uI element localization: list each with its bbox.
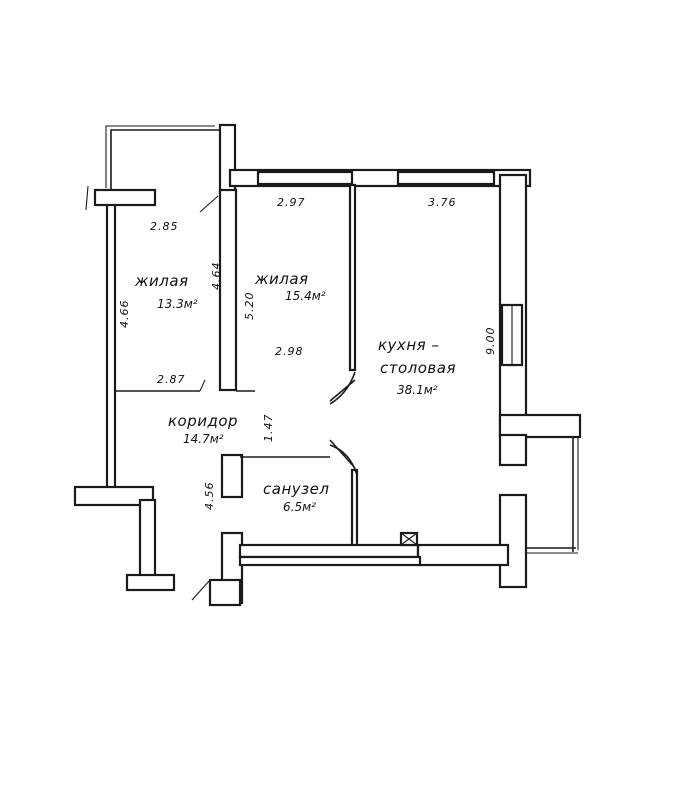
dimensions: 2.85 2.97 3.76 4.66 4.64 5.20 2.98 9.00 … [118,196,497,510]
dim-287: 2.87 [157,373,186,386]
room-living-2: жилая 15.4м² [254,270,326,303]
room-kitchen: кухня – столовая 38.1м² [378,336,456,397]
room-bathroom: санузел 6.5м² [263,480,329,514]
room-corridor-name: коридор [168,412,238,430]
dim-466: 4.66 [118,300,131,329]
room-bathroom-area: 6.5м² [283,500,316,514]
dim-900: 9.00 [484,327,497,356]
room-bathroom-name: санузел [263,480,329,498]
dim-520: 5.20 [243,292,256,321]
room-living-1-area: 13.3м² [157,297,198,311]
room-living-1: жилая 13.3м² [134,272,198,311]
dim-285: 2.85 [150,220,179,233]
dim-456: 4.56 [203,482,216,511]
dim-298: 2.98 [275,345,304,358]
room-kitchen-area: 38.1м² [397,383,438,397]
dim-147: 1.47 [262,414,275,443]
dim-297: 2.97 [277,196,306,209]
room-kitchen-name-2: столовая [380,359,456,377]
room-living-2-area: 15.4м² [285,289,326,303]
room-living-2-name: жилая [254,270,309,288]
dim-376: 3.76 [428,196,457,209]
dim-464: 4.64 [210,262,223,291]
room-living-1-name: жилая [134,272,189,290]
walls [73,123,582,607]
doors [199,371,358,476]
room-corridor: коридор 14.7м² [168,412,238,446]
room-kitchen-name-1: кухня – [378,336,439,354]
room-corridor-area: 14.7м² [183,432,224,446]
